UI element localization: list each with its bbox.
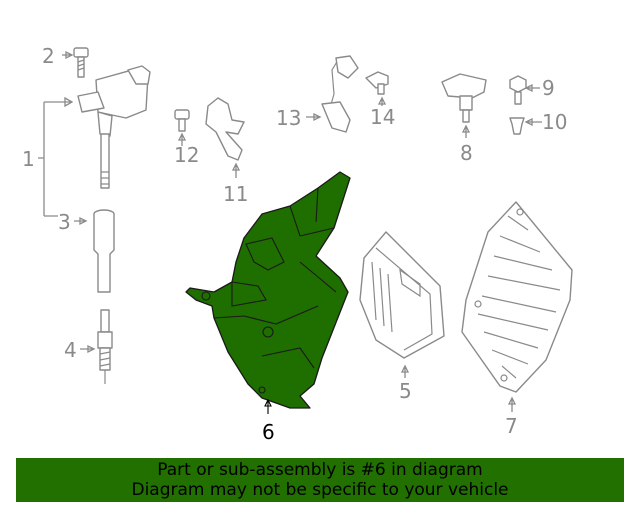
callout-5-leader — [400, 364, 410, 378]
bolt-part-9[interactable] — [509, 75, 527, 105]
bracket-part-11[interactable] — [205, 97, 245, 161]
banner-line-1: Part or sub-assembly is #6 in diagram — [157, 460, 483, 480]
sensor-harness-part-13[interactable] — [321, 55, 359, 133]
highlighted-module-part-6[interactable] — [185, 171, 351, 409]
callout-7-leader — [507, 396, 517, 412]
callout-14[interactable]: 14 — [370, 105, 395, 129]
banner-line-2: Diagram may not be specific to your vehi… — [131, 480, 509, 500]
fitment-banner: Part or sub-assembly is #6 in diagram Di… — [16, 458, 624, 502]
callout-6-leader — [264, 398, 272, 414]
callout-1[interactable]: 1 — [22, 147, 35, 171]
cover-plate-part-7[interactable] — [461, 201, 573, 393]
spark-plug-part-4[interactable] — [97, 309, 113, 384]
callout-4-leader — [80, 344, 96, 354]
callout-12-leader — [177, 132, 187, 146]
callout-14-leader — [377, 96, 387, 106]
bolt-part-2[interactable] — [73, 47, 89, 78]
callout-2[interactable]: 2 — [42, 44, 55, 68]
callout-13[interactable]: 13 — [276, 106, 301, 130]
spark-plug-boot-part-3[interactable] — [93, 209, 115, 293]
callout-1-bracket — [38, 96, 74, 217]
callout-4[interactable]: 4 — [64, 338, 77, 362]
callout-6[interactable]: 6 — [262, 420, 275, 444]
callout-13-leader — [306, 112, 322, 122]
callout-10[interactable]: 10 — [542, 110, 567, 134]
callout-3-leader — [74, 216, 88, 226]
clip-part-10[interactable] — [509, 117, 525, 135]
callout-3[interactable]: 3 — [58, 210, 71, 234]
callout-11-leader — [231, 162, 241, 178]
ignition-coil-part-1[interactable] — [77, 65, 151, 189]
callout-10-leader — [524, 117, 542, 127]
callout-12[interactable]: 12 — [174, 143, 199, 167]
control-module-part-5[interactable] — [359, 231, 445, 359]
bolt-part-12[interactable] — [174, 109, 190, 132]
callout-9-leader — [524, 83, 540, 93]
callout-7[interactable]: 7 — [505, 414, 518, 438]
callout-8[interactable]: 8 — [460, 141, 473, 165]
callout-9[interactable]: 9 — [542, 76, 555, 100]
callout-11[interactable]: 11 — [223, 182, 248, 206]
bolt-part-14[interactable] — [365, 71, 389, 95]
callout-5[interactable]: 5 — [399, 379, 412, 403]
callout-2-leader — [62, 50, 74, 60]
callout-8-leader — [461, 124, 471, 138]
sensor-part-8[interactable] — [441, 73, 487, 123]
